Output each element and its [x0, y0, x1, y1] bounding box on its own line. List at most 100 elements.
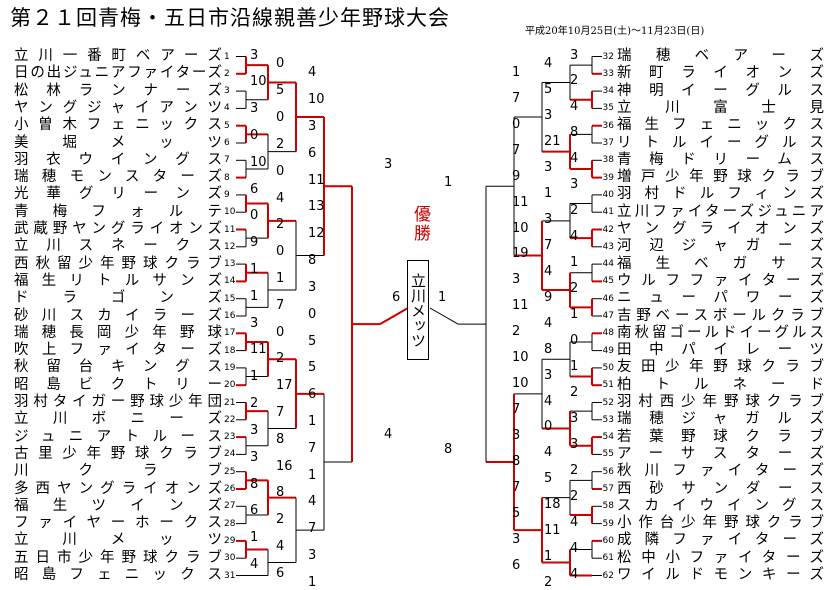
score-label: 3 — [512, 531, 521, 547]
score-label: 8 — [250, 476, 259, 492]
team-name: 神明イーグルス — [617, 82, 824, 99]
seed-number: 14 — [224, 276, 236, 287]
team-name: ニューパワーズ — [617, 290, 824, 307]
team-name: ワイルドモンキーズ — [617, 567, 824, 583]
score-label: 7 — [512, 480, 521, 495]
score-label: 5 — [308, 333, 317, 349]
score-label: 7 — [308, 440, 317, 456]
seed-number: 18 — [224, 345, 236, 356]
team-name: スカイウイングス — [617, 497, 824, 514]
score-label: 4 — [276, 190, 285, 206]
score-label: 3 — [250, 47, 259, 63]
score-label: 11 — [250, 342, 267, 358]
score-label: 1 — [512, 64, 521, 80]
team-name: 吉野ベースボールクラブ — [617, 307, 824, 324]
score-label: 3 — [250, 422, 259, 438]
score-label: 7 — [308, 521, 317, 537]
score-label: 7 — [512, 142, 521, 158]
team-name: 秋川ファイターズ — [617, 463, 824, 480]
score-label: 7 — [276, 297, 285, 313]
seed-number: 58 — [602, 501, 614, 512]
score-label: 11 — [308, 172, 325, 188]
score-label: 3 — [308, 279, 317, 295]
team-name: 羽村タイガー野球少年団 — [14, 394, 222, 410]
score-label: 5 — [276, 83, 285, 99]
score-label: 4 — [544, 445, 553, 461]
seed-number: 10 — [224, 207, 236, 218]
team-name: ヤングジャイアンツ — [14, 99, 222, 116]
team-name: 河辺ジャガーズ — [617, 238, 824, 255]
seed-number: 28 — [224, 518, 236, 529]
seed-number: 15 — [224, 293, 236, 304]
score-label: 3 — [250, 315, 259, 331]
seed-number: 41 — [602, 207, 614, 218]
seed-number: 11 — [224, 224, 236, 235]
team-name: 古里少年野球クラブ — [14, 445, 222, 462]
score-label: 21 — [544, 134, 561, 149]
score-label: 4 — [384, 427, 393, 442]
score-label: 0 — [570, 332, 579, 348]
score-label: 2 — [544, 575, 553, 590]
score-label: 3 — [570, 410, 579, 426]
score-label: 8 — [308, 253, 317, 269]
score-label: 2 — [570, 462, 579, 478]
seed-number: 51 — [602, 380, 614, 391]
seed-number: 50 — [602, 362, 614, 373]
seed-number: 47 — [602, 311, 614, 321]
seed-number: 21 — [224, 397, 236, 408]
score-label: 4 — [544, 56, 553, 72]
score-label: 8 — [276, 485, 285, 501]
team-name: 美堀メッツ — [14, 134, 222, 151]
seed-number: 32 — [602, 51, 614, 62]
team-name: 新町ライオンズ — [617, 65, 824, 82]
team-name: 成隣ファイターズ — [617, 532, 824, 549]
score-label: 11 — [512, 298, 529, 314]
score-label: 5 — [512, 505, 521, 521]
score-label: 0 — [276, 244, 285, 260]
score-label: 2 — [570, 384, 579, 400]
score-label: 4 — [570, 151, 579, 167]
score-label: 2 — [512, 324, 521, 340]
score-label: 8 — [276, 431, 285, 447]
score-label: 1 — [250, 369, 259, 385]
seed-number: 23 — [224, 432, 236, 443]
score-label: 6 — [512, 557, 521, 573]
seed-number: 24 — [224, 449, 236, 460]
score-label: 1 — [570, 255, 579, 271]
seed-number: 30 — [224, 553, 236, 564]
seed-number: 34 — [602, 86, 614, 97]
team-name: 川クラブ — [14, 463, 222, 480]
score-label: 12 — [308, 226, 325, 242]
bracket-line — [429, 307, 459, 325]
tournament-date: 平成20年10月25日(土)〜11月23日(日) — [525, 26, 705, 37]
score-label: 8 — [570, 125, 579, 141]
team-name: 砂川スカイラーズ — [14, 307, 222, 324]
score-label: 4 — [570, 229, 579, 245]
seed-number: 45 — [602, 276, 614, 287]
score-label: 1 — [250, 262, 259, 278]
score-label: 5 — [308, 360, 317, 376]
seed-number: 27 — [224, 501, 236, 512]
score-label: 10 — [512, 376, 529, 392]
seed-number: 37 — [602, 138, 614, 148]
seed-number: 6 — [224, 138, 230, 148]
seed-number: 20 — [224, 380, 236, 391]
seed-number: 42 — [602, 224, 614, 235]
score-label: 8 — [512, 454, 521, 470]
score-label: 9 — [250, 235, 259, 251]
seed-number: 25 — [224, 466, 236, 477]
score-label: 3 — [570, 47, 579, 63]
seed-number: 62 — [602, 570, 614, 581]
team-name: 日の出ジュニアファイターズ — [14, 65, 222, 82]
team-name: ヤングライオンズ — [617, 221, 824, 237]
score-label: 7 — [544, 237, 553, 253]
team-name: 羽衣ウイングス — [14, 151, 222, 168]
team-name: 西秋留少年野球クラブ — [14, 255, 222, 272]
score-label: 1 — [308, 413, 317, 429]
team-name: ドラゴンズ — [14, 290, 222, 307]
team-name: リトルイーグルス — [617, 134, 824, 151]
score-label: 3 — [384, 157, 393, 172]
score-label: 4 — [544, 263, 553, 279]
score-label: 6 — [250, 503, 259, 519]
score-label: 4 — [570, 514, 579, 530]
